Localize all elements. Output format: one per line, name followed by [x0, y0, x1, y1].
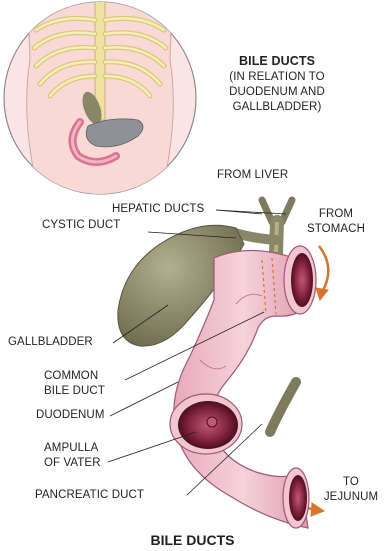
label-ampulla-line-2: OF VATER: [44, 457, 101, 470]
label-duodenum: DUODENUM: [36, 409, 105, 422]
figure-caption: BILE DUCTS: [0, 532, 385, 548]
label-from-stomach-line-1: FROM: [303, 208, 369, 221]
label-cystic-duct: CYSTIC DUCT: [42, 219, 120, 232]
inset-subtitle-line-1: (IN RELATION TO: [216, 71, 338, 84]
label-ampulla-line-1: AMPULLA: [44, 442, 98, 455]
inset-title: BILE DUCTS: [222, 55, 332, 68]
label-gallbladder: GALLBLADDER: [8, 336, 93, 349]
label-from-liver: FROM LIVER: [217, 169, 288, 182]
inset-subtitle-line-3: GALLBLADDER): [216, 101, 338, 114]
label-to-jejunum-line-1: TO: [318, 476, 384, 489]
ampulla-papilla-icon: [207, 417, 217, 427]
label-to-jejunum-line-2: JEJUNUM: [318, 491, 384, 504]
label-common-bile-duct-line-1: COMMON: [44, 370, 98, 383]
label-pancreatic-duct: PANCREATIC DUCT: [35, 489, 144, 502]
label-common-bile-duct-line-2: BILE DUCT: [44, 385, 105, 398]
from-stomach-arrow-icon: [319, 246, 328, 292]
label-from-stomach-line-2: STOMACH: [303, 223, 369, 236]
inset-illustration: [4, 0, 196, 200]
label-hepatic-ducts: HEPATIC DUCTS: [112, 203, 204, 216]
inset-subtitle-line-2: DUODENUM AND: [216, 86, 338, 99]
